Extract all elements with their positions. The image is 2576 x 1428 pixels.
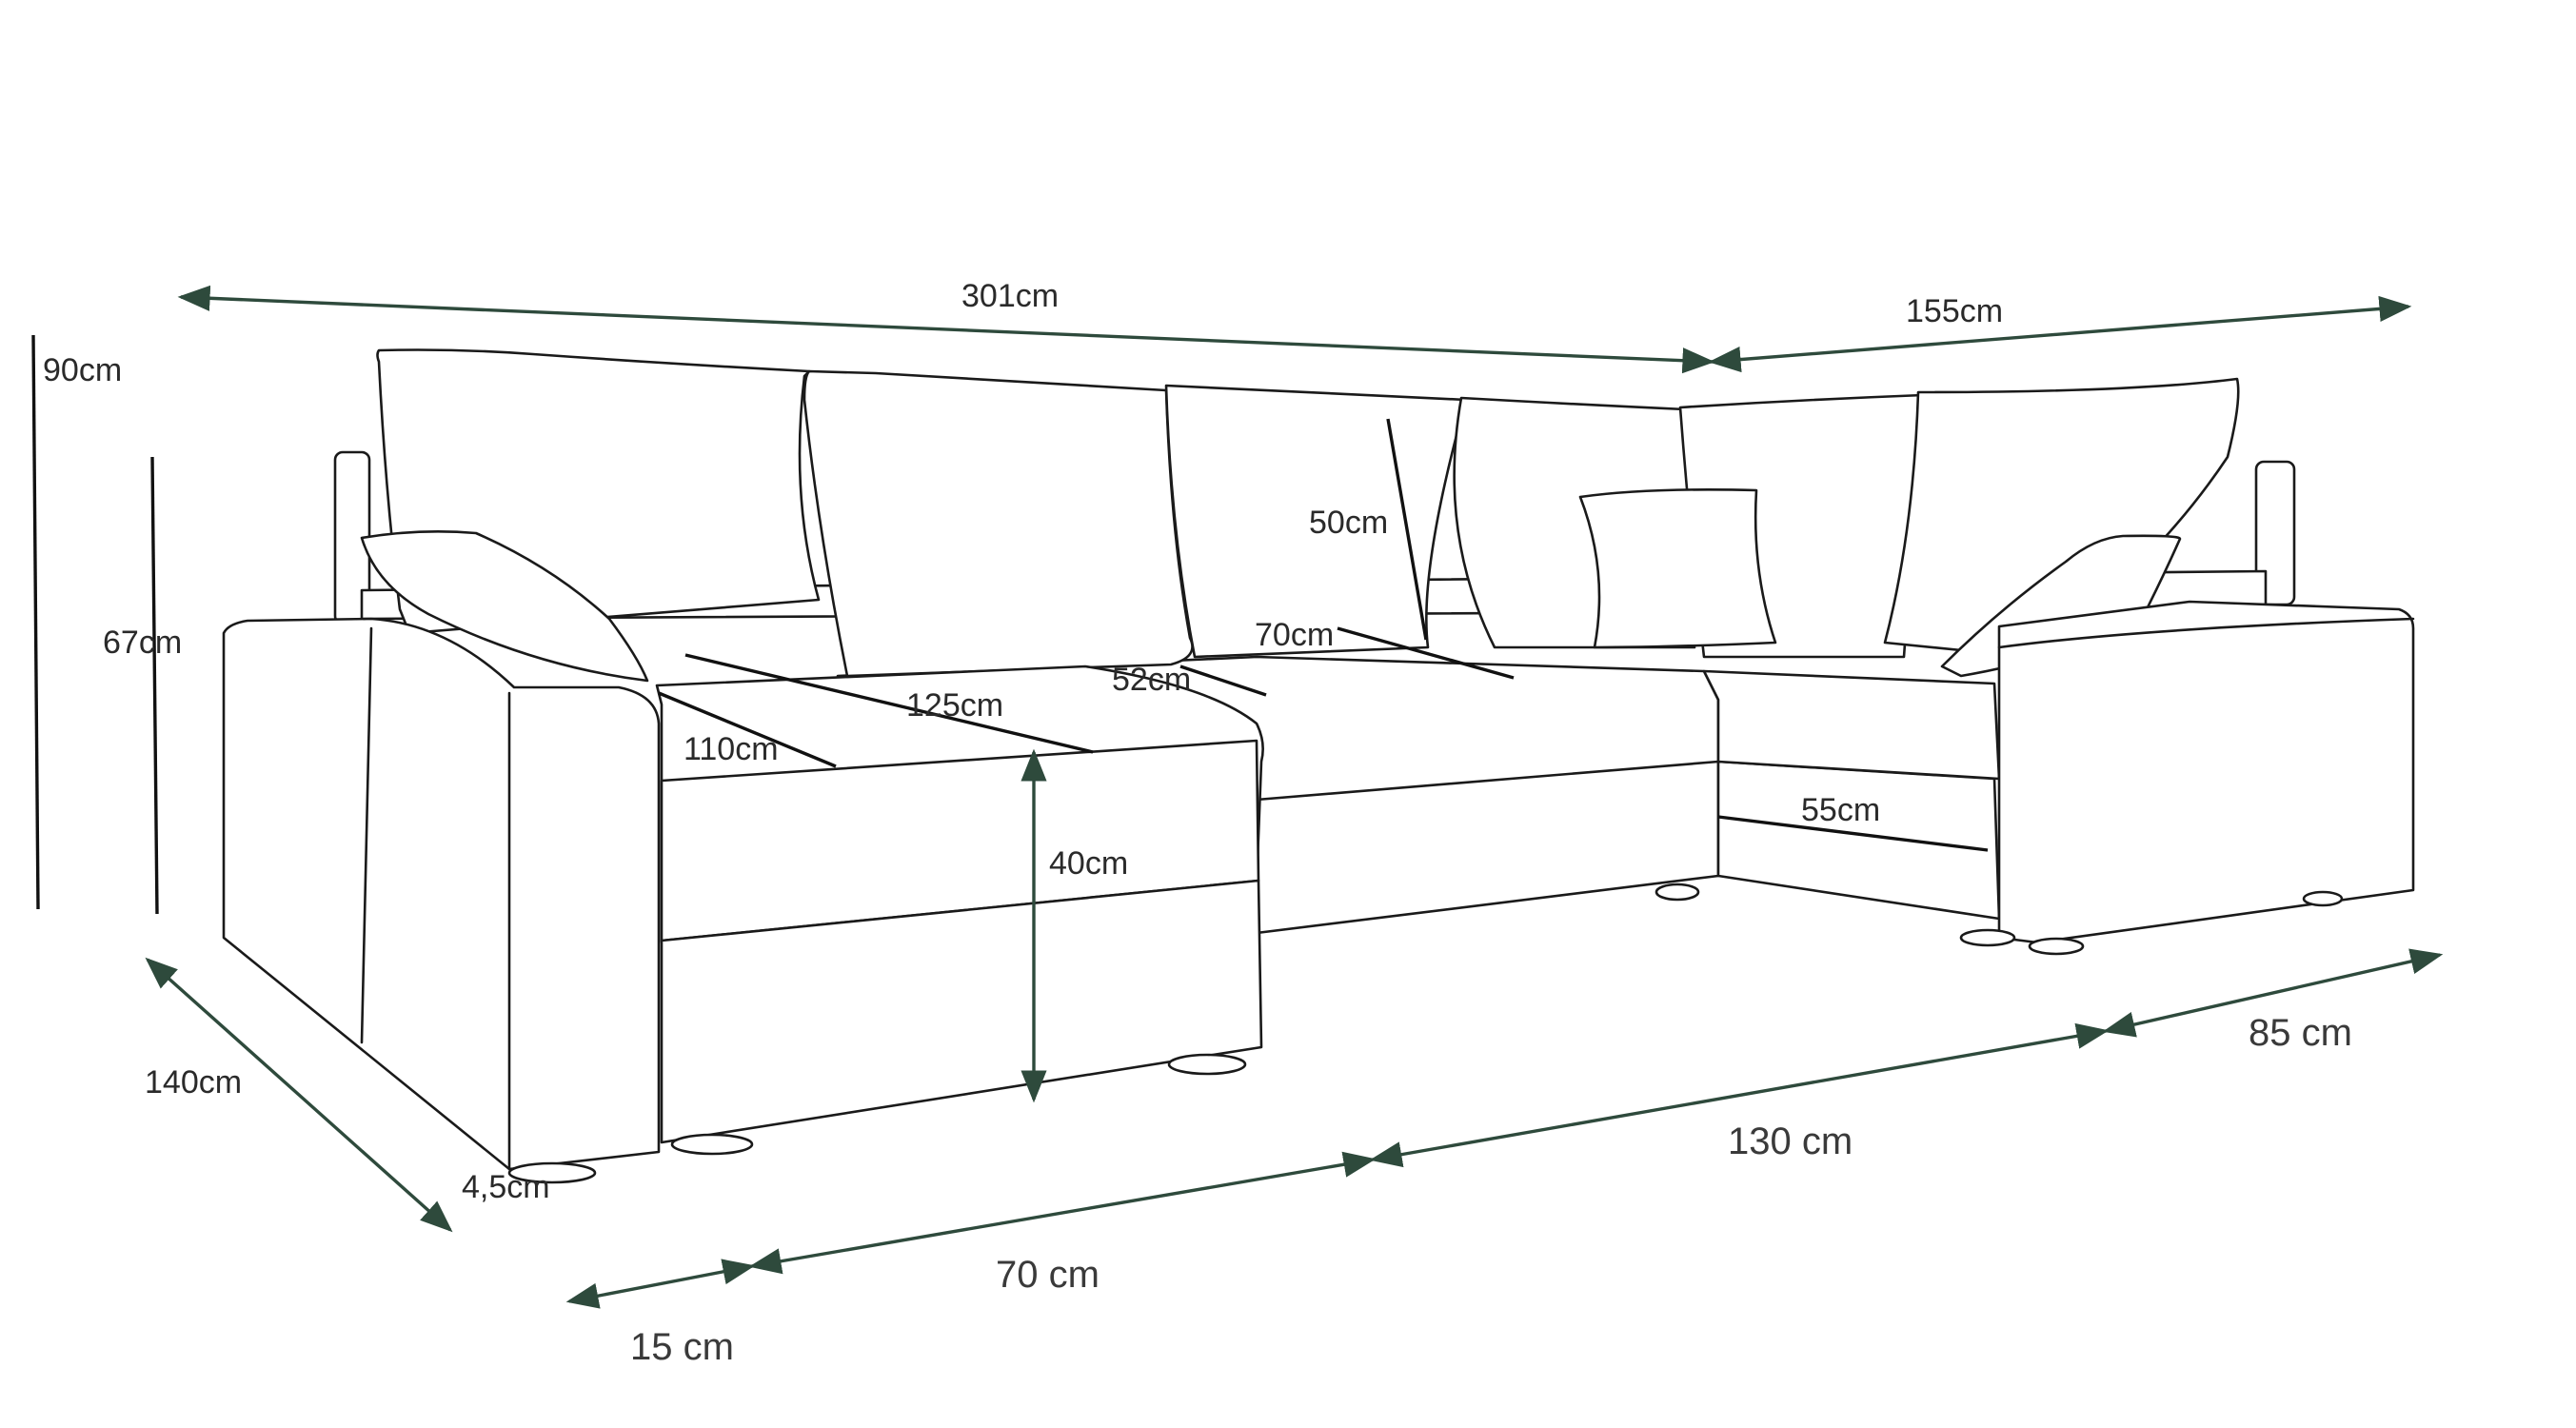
- dimension-labels: 301cm 155cm 90cm 67cm 140cm 4,5cm 50cm 7…: [43, 278, 2352, 1368]
- back-cushion-3: [1164, 384, 1468, 659]
- label-chaise-width: 110cm: [684, 731, 779, 767]
- label-depth: 140cm: [145, 1064, 242, 1101]
- dim-backrest-depth: [1179, 664, 1267, 697]
- leg-6: [2028, 937, 2085, 956]
- leg-7: [2302, 890, 2344, 907]
- right-armrest-front: [1997, 617, 2415, 649]
- leg-3: [1167, 1053, 1247, 1076]
- label-total-length: 301cm: [961, 278, 1059, 314]
- label-side-seat-depth: 55cm: [1801, 792, 1880, 828]
- dim-cushion-height: [1386, 418, 1428, 641]
- label-cushion-height: 50cm: [1309, 505, 1388, 541]
- left-armrest: [222, 617, 661, 1171]
- label-total-height: 90cm: [43, 352, 122, 388]
- dim-right-section: [1708, 295, 2412, 373]
- label-right-section: 155cm: [1906, 293, 2003, 329]
- sofa-drawing: [222, 348, 2415, 1184]
- right-armrest: [1997, 600, 2415, 944]
- dim-right-end: [2102, 948, 2444, 1038]
- back-cushion-6: [1883, 377, 2240, 659]
- label-middle-section: 130 cm: [1728, 1121, 1853, 1162]
- label-leg-height: 4,5cm: [462, 1169, 550, 1205]
- dim-total-length: [177, 285, 1715, 374]
- dim-total-height: [31, 334, 40, 910]
- dimension-lines: [31, 285, 2444, 1309]
- label-seat-depth-main: 70cm: [1255, 617, 1334, 653]
- label-back-height: 67cm: [103, 625, 182, 661]
- leg-2: [670, 1133, 754, 1156]
- dim-chaise-front: [748, 1151, 1377, 1275]
- label-backrest-depth: 52cm: [1112, 662, 1191, 698]
- right-seat-base: [1716, 760, 2001, 921]
- label-right-end: 85 cm: [2249, 1012, 2352, 1054]
- leg-4: [1655, 883, 1700, 902]
- dim-depth: [145, 957, 453, 1233]
- right-seat-top: [1702, 669, 2001, 781]
- dim-armrest-width: [565, 1259, 756, 1309]
- dim-chaise-length: [684, 653, 1094, 754]
- leg-1: [507, 1161, 597, 1184]
- label-armrest-width: 15 cm: [630, 1326, 734, 1368]
- label-chaise-length: 125cm: [906, 687, 1003, 724]
- dim-back-height: [150, 456, 159, 915]
- dim-side-seat-depth: [1717, 815, 1989, 852]
- dim-middle-section: [1369, 1022, 2110, 1168]
- dim-chaise-width: [658, 691, 837, 768]
- dim-seat-depth-main: [1337, 626, 1515, 680]
- leg-5: [1959, 928, 2016, 947]
- throw-pillow-center: [1578, 488, 1777, 649]
- label-seat-height: 40cm: [1049, 845, 1128, 882]
- back-cushion-2: [803, 369, 1194, 678]
- throw-pillow-left: [360, 530, 649, 683]
- label-chaise-front: 70 cm: [996, 1254, 1100, 1296]
- left-chaise-base: [660, 879, 1263, 1144]
